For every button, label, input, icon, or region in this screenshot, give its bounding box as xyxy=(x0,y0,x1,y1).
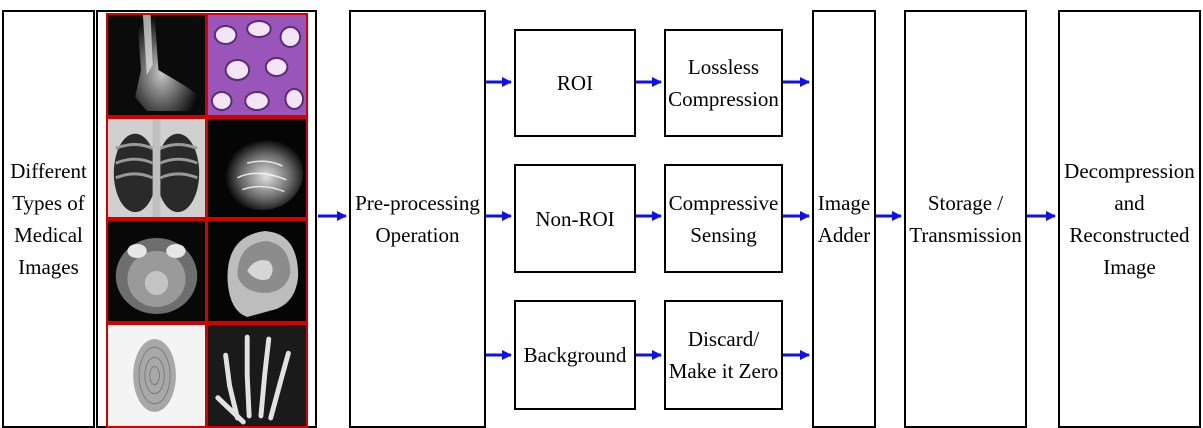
histology-tissue-image xyxy=(206,13,308,117)
lossless-compression-box: Lossless Compression xyxy=(664,29,783,137)
compressive-sensing-label: Compressive Sensing xyxy=(668,190,779,247)
background-label: Background xyxy=(523,343,627,367)
non-roi-box: Non-ROI xyxy=(514,164,636,273)
input-box: Different Types of Medical Images xyxy=(2,10,95,428)
preprocessing-label: Pre-processing Operation xyxy=(355,191,480,247)
non-roi-label: Non-ROI xyxy=(535,206,615,231)
brain-mri-axial-image xyxy=(106,219,207,323)
roi-box: ROI xyxy=(514,29,636,137)
discard-label: Discard/ Make it Zero xyxy=(668,327,779,383)
preprocessing-box: Pre-processing Operation xyxy=(349,10,486,428)
image-adder-box: Image Adder xyxy=(812,10,876,428)
discard-box: Discard/ Make it Zero xyxy=(664,300,783,410)
roi-label: ROI xyxy=(556,71,594,95)
input-label: Different Types of Medical Images xyxy=(10,159,87,279)
hand-xray-image xyxy=(206,323,308,428)
lossless-compression-label: Lossless Compression xyxy=(668,55,779,111)
mammogram-image xyxy=(206,117,308,219)
output-box: Decompression and Reconstructed Image xyxy=(1058,10,1201,428)
compressive-sensing-box: Compressive Sensing xyxy=(664,164,783,273)
storage-box: Storage / Transmission xyxy=(904,10,1027,428)
output-label: Decompression and Reconstructed Image xyxy=(1064,159,1195,279)
head-mri-sagittal-image xyxy=(206,219,308,323)
storage-label: Storage / Transmission xyxy=(909,191,1022,247)
background-box: Background xyxy=(514,300,636,410)
chest-xray-image xyxy=(106,117,207,219)
image-adder-label: Image Adder xyxy=(817,191,871,247)
